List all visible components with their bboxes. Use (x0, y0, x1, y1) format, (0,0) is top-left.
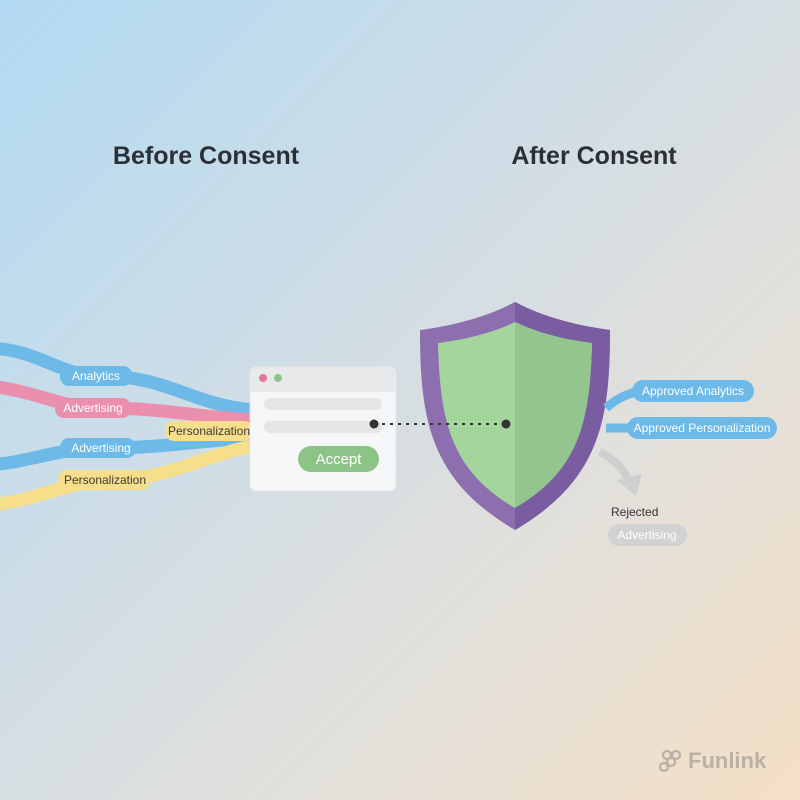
accept-button[interactable]: Accept (298, 446, 379, 472)
before-consent-title: Before Consent (112, 142, 300, 170)
svg-text:Personalization: Personalization (168, 424, 250, 438)
svg-text:Advertising: Advertising (63, 401, 122, 415)
chain-link-icon (658, 749, 682, 773)
svg-text:Advertising: Advertising (617, 528, 676, 542)
flow-label-advertising: Advertising (55, 398, 131, 418)
placeholder-line (264, 421, 382, 433)
svg-text:Personalization: Personalization (64, 473, 146, 487)
close-dot-icon (259, 374, 267, 382)
approved-analytics-label: Approved Analytics (632, 380, 754, 402)
flow-label-personalization-small: Personalization (165, 421, 253, 441)
logo-text: Funlink (688, 748, 767, 773)
approved-personalization-label: Approved Personalization (627, 417, 777, 439)
rejected-arrow-icon (598, 448, 642, 496)
shield-icon (420, 302, 610, 530)
funlink-logo: Funlink (658, 748, 766, 774)
flow-label-analytics: Analytics (60, 366, 132, 386)
svg-text:Analytics: Analytics (72, 369, 120, 383)
flow-label-personalization: Personalization (58, 470, 150, 490)
svg-text:Advertising: Advertising (71, 441, 130, 455)
rejected-advertising-label: Advertising (608, 524, 687, 546)
after-consent-title: After Consent (511, 142, 677, 170)
rejected-heading: Rejected (611, 505, 658, 519)
svg-text:Accept: Accept (316, 451, 363, 468)
svg-text:Approved Analytics: Approved Analytics (642, 384, 744, 398)
maximize-dot-icon (274, 374, 282, 382)
consent-dialog: Accept (249, 366, 397, 492)
flow-label-advertising-2: Advertising (60, 438, 136, 458)
svg-text:Approved Personalization: Approved Personalization (634, 421, 771, 435)
placeholder-line (264, 398, 382, 410)
